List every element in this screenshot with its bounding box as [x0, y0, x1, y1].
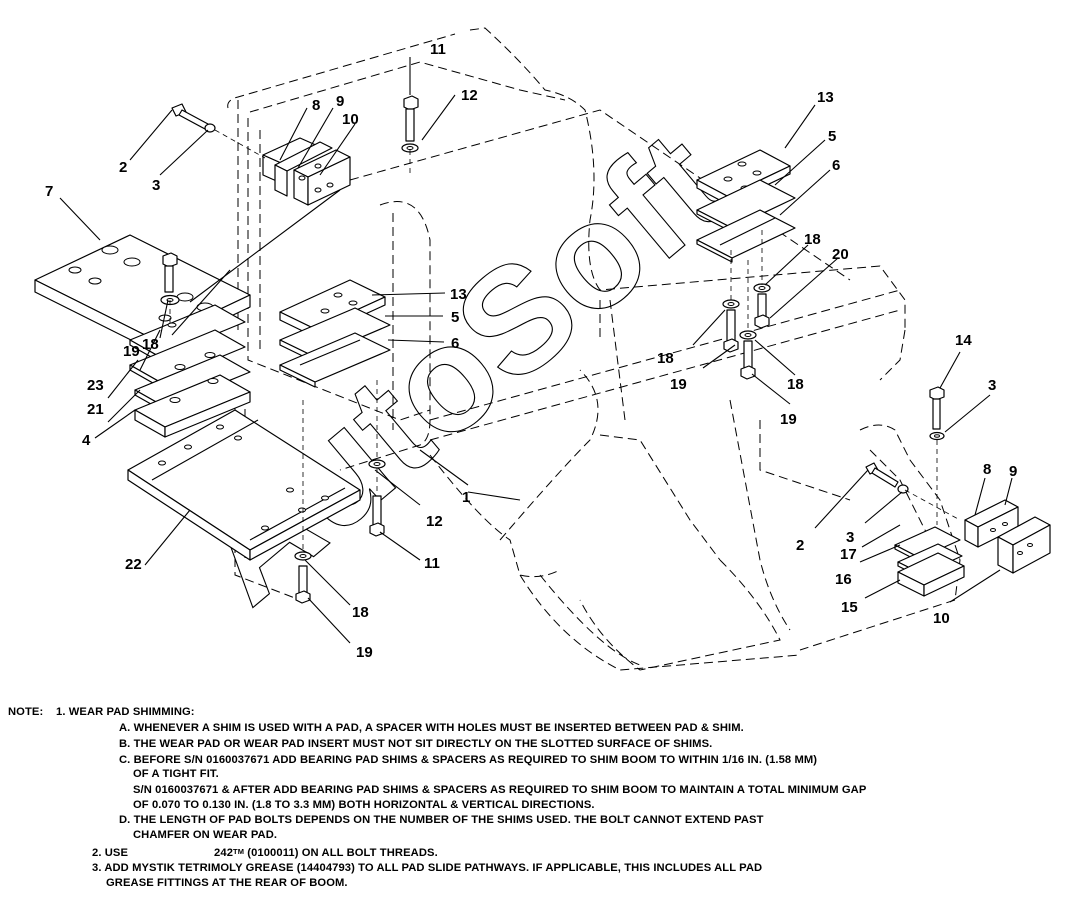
- callout-9-right: 9: [1009, 463, 1017, 480]
- callout-7: 7: [45, 183, 53, 200]
- callout-3-right-low: 3: [846, 529, 854, 546]
- callout-16: 16: [835, 571, 852, 588]
- callout-8-top: 8: [312, 97, 320, 114]
- callout-13-center: 13: [450, 286, 467, 303]
- callout-2-left: 2: [119, 159, 127, 176]
- note-1c-line2: OF A TIGHT FIT.: [133, 768, 219, 780]
- callout-18-lower: 18: [787, 376, 804, 393]
- callout-2-right: 2: [796, 537, 804, 554]
- callout-12-bottom: 12: [426, 513, 443, 530]
- boom-phantom-outline: [227, 27, 961, 671]
- callout-18-bottom: 18: [352, 604, 369, 621]
- callout-23: 23: [87, 377, 104, 394]
- note-2: 2. USE 242TM (0100011) ON ALL BOLT THREAD…: [92, 847, 438, 861]
- note-3-line2: GREASE FITTINGS AT THE REAR OF BOOM.: [106, 877, 348, 889]
- callout-14: 14: [955, 332, 972, 349]
- callout-11-top: 11: [430, 41, 446, 58]
- callout-19-left: 19: [123, 343, 140, 360]
- callout-18-upper: 18: [804, 231, 821, 248]
- callout-10-top: 10: [342, 111, 359, 128]
- alignment-lines: [169, 129, 961, 550]
- leader-lines: [59, 57, 1013, 644]
- note-heading: NOTE:: [8, 706, 44, 718]
- note-2-product: 242: [214, 847, 234, 859]
- note-2-rest: (0100011) ON ALL BOLT THREADS.: [244, 847, 438, 859]
- note-1c-line4: OF 0.070 TO 0.130 IN. (1.8 TO 3.3 MM) BO…: [133, 799, 595, 811]
- callout-1: 1: [462, 489, 470, 506]
- note-3-line1: 3. ADD MYSTIK TETRIMOLY GREASE (14404793…: [92, 862, 763, 874]
- note-2-prefix: 2. USE: [92, 847, 129, 859]
- bottom-wear-plate: [127, 409, 361, 561]
- left-shim-stack: [129, 304, 251, 438]
- bottom-right-pad-group: [894, 499, 1051, 597]
- callout-22: 22: [125, 556, 142, 573]
- note-1b: B. THE WEAR PAD OR WEAR PAD INSERT MUST …: [119, 738, 713, 750]
- callout-19-bottom: 19: [356, 644, 373, 661]
- top-center-plates: [262, 137, 351, 206]
- callout-13-right: 13: [817, 89, 834, 106]
- notes-block: NOTE: 1. WEAR PAD SHIMMING: A. WHENEVER …: [0, 706, 1082, 914]
- callout-17: 17: [840, 546, 857, 563]
- callout-19-mid: 19: [670, 376, 687, 393]
- callout-6-right: 6: [832, 157, 840, 174]
- callout-18-left: 18: [142, 336, 159, 353]
- note-1a: A. WHENEVER A SHIM IS USED WITH A PAD, A…: [119, 722, 744, 734]
- callout-6-center: 6: [451, 335, 459, 352]
- callout-3-right-top: 3: [988, 377, 996, 394]
- callout-4: 4: [82, 432, 91, 449]
- callout-8-right: 8: [983, 461, 991, 478]
- callout-21: 21: [87, 401, 104, 418]
- callout-15: 15: [841, 599, 858, 616]
- callout-5-center: 5: [451, 309, 459, 326]
- bolts-and-washers: [160, 95, 945, 604]
- exploded-view-diagram: AutoSoft: [34, 27, 1051, 671]
- note-1-title: 1. WEAR PAD SHIMMING:: [56, 706, 195, 718]
- callout-9-top: 9: [336, 93, 344, 110]
- callout-19-lower: 19: [780, 411, 797, 428]
- callout-18-mid: 18: [657, 350, 674, 367]
- callout-5-right: 5: [828, 128, 836, 145]
- note-1c-line3: S/N 0160037671 & AFTER ADD BEARING PAD S…: [133, 784, 867, 796]
- top-right-pad-stack: [696, 149, 796, 263]
- callout-10-right: 10: [933, 610, 950, 627]
- note-1d-line2: CHAMFER ON WEAR PAD.: [133, 829, 278, 841]
- center-pad-stack: [279, 279, 391, 388]
- callout-20: 20: [832, 246, 849, 263]
- note-2-trademark: TM: [233, 847, 245, 856]
- note-1c-line1: C. BEFORE S/N 0160037671 ADD BEARING PAD…: [119, 754, 818, 766]
- note-1d-line1: D. THE LENGTH OF PAD BOLTS DEPENDS ON TH…: [119, 814, 764, 826]
- callout-3-left: 3: [152, 177, 160, 194]
- callout-labels: 1 2 2 3 3 3 4 5 5 6 6 7 8 8 9 9 10 10 11…: [45, 41, 1017, 661]
- callout-11-bottom: 11: [424, 555, 440, 572]
- callout-12-top: 12: [461, 87, 478, 104]
